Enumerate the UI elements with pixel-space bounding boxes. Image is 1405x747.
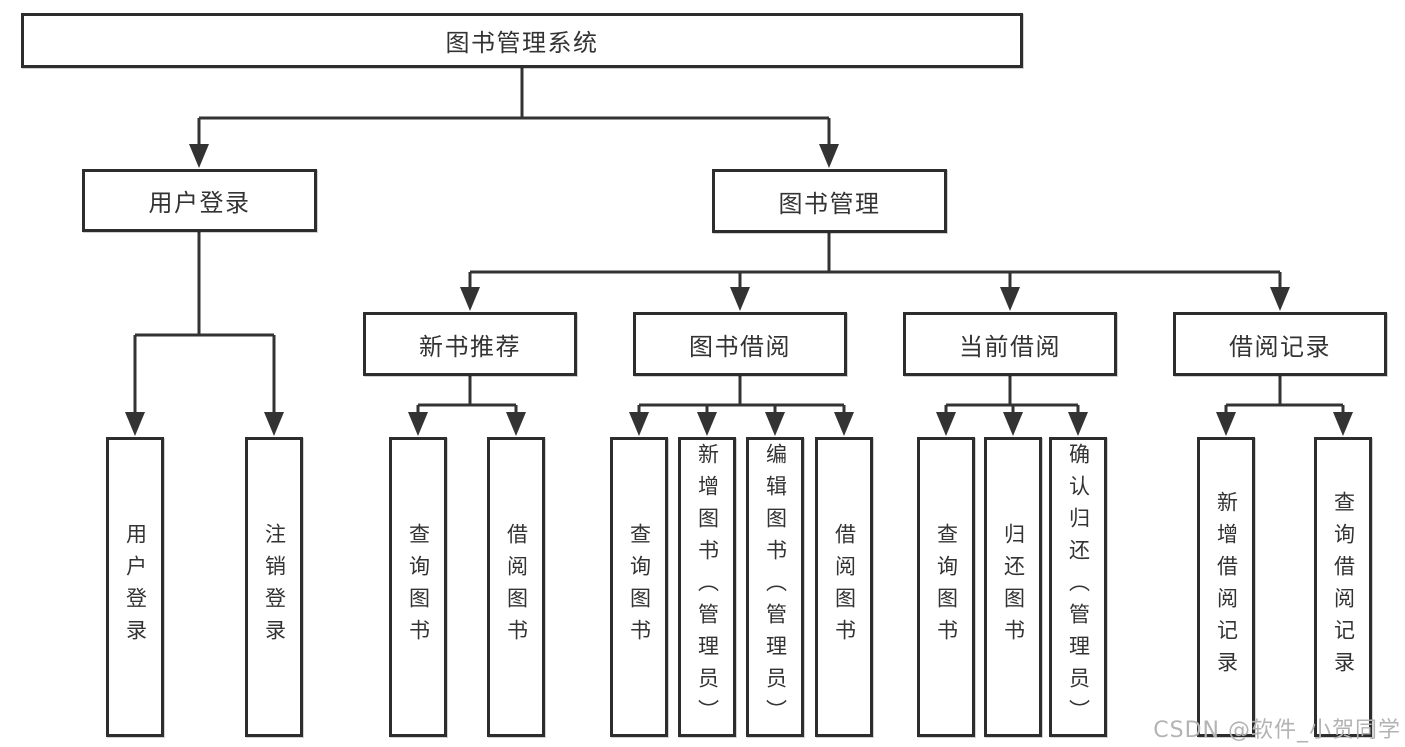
arrow-down-icon [1216, 412, 1236, 436]
node-current-borrow: 当前借阅 [903, 312, 1117, 376]
leaf-query-books-current: 查询图书 [917, 437, 975, 737]
arrow-down-icon [1333, 412, 1353, 436]
arrow-down-icon [1000, 287, 1020, 311]
leaf-logout: 注销登录 [245, 437, 303, 737]
leaf-return-book: 归还图书 [984, 437, 1042, 737]
leaf-user-login: 用户登录 [106, 437, 164, 737]
node-user-login: 用户登录 [82, 169, 317, 232]
leaf-query-books-recommend: 查询图书 [389, 437, 447, 737]
node-library-management-system: 图书管理系统 [21, 13, 1023, 68]
arrow-down-icon [936, 412, 956, 436]
leaf-borrow-books: 借阅图书 [815, 437, 873, 737]
node-book-management: 图书管理 [712, 169, 947, 233]
arrow-down-icon [1068, 412, 1088, 436]
node-book-borrow: 图书借阅 [633, 312, 847, 376]
arrow-down-icon [834, 412, 854, 436]
connector-paths [133, 68, 1345, 420]
arrow-down-icon [697, 412, 717, 436]
arrowhead-icons [125, 144, 1353, 436]
arrow-down-icon [765, 412, 785, 436]
arrow-down-icon [125, 412, 145, 436]
leaf-query-borrow-record: 查询借阅记录 [1314, 437, 1372, 737]
arrow-down-icon [408, 412, 428, 436]
node-new-book-recommend: 新书推荐 [363, 312, 577, 376]
leaf-add-book-admin: 新增图书（管理员） [678, 437, 736, 737]
arrow-down-icon [730, 287, 750, 311]
leaf-add-borrow-record: 新增借阅记录 [1197, 437, 1255, 737]
arrow-down-icon [264, 412, 284, 436]
arrow-down-icon [460, 287, 480, 311]
arrow-down-icon [819, 144, 839, 168]
leaf-edit-book-admin: 编辑图书（管理员） [746, 437, 804, 737]
leaf-query-books-borrow: 查询图书 [610, 437, 668, 737]
csdn-watermark: CSDN @软件_小贺同学 [1153, 718, 1401, 743]
arrow-down-icon [1003, 412, 1023, 436]
node-borrow-records: 借阅记录 [1173, 312, 1387, 376]
arrow-down-icon [506, 412, 526, 436]
arrow-down-icon [629, 412, 649, 436]
arrow-down-icon [1270, 287, 1290, 311]
leaf-borrow-books-recommend: 借阅图书 [487, 437, 545, 737]
arrow-down-icon [189, 144, 209, 168]
leaf-confirm-return-admin: 确认归还（管理员） [1049, 437, 1107, 737]
